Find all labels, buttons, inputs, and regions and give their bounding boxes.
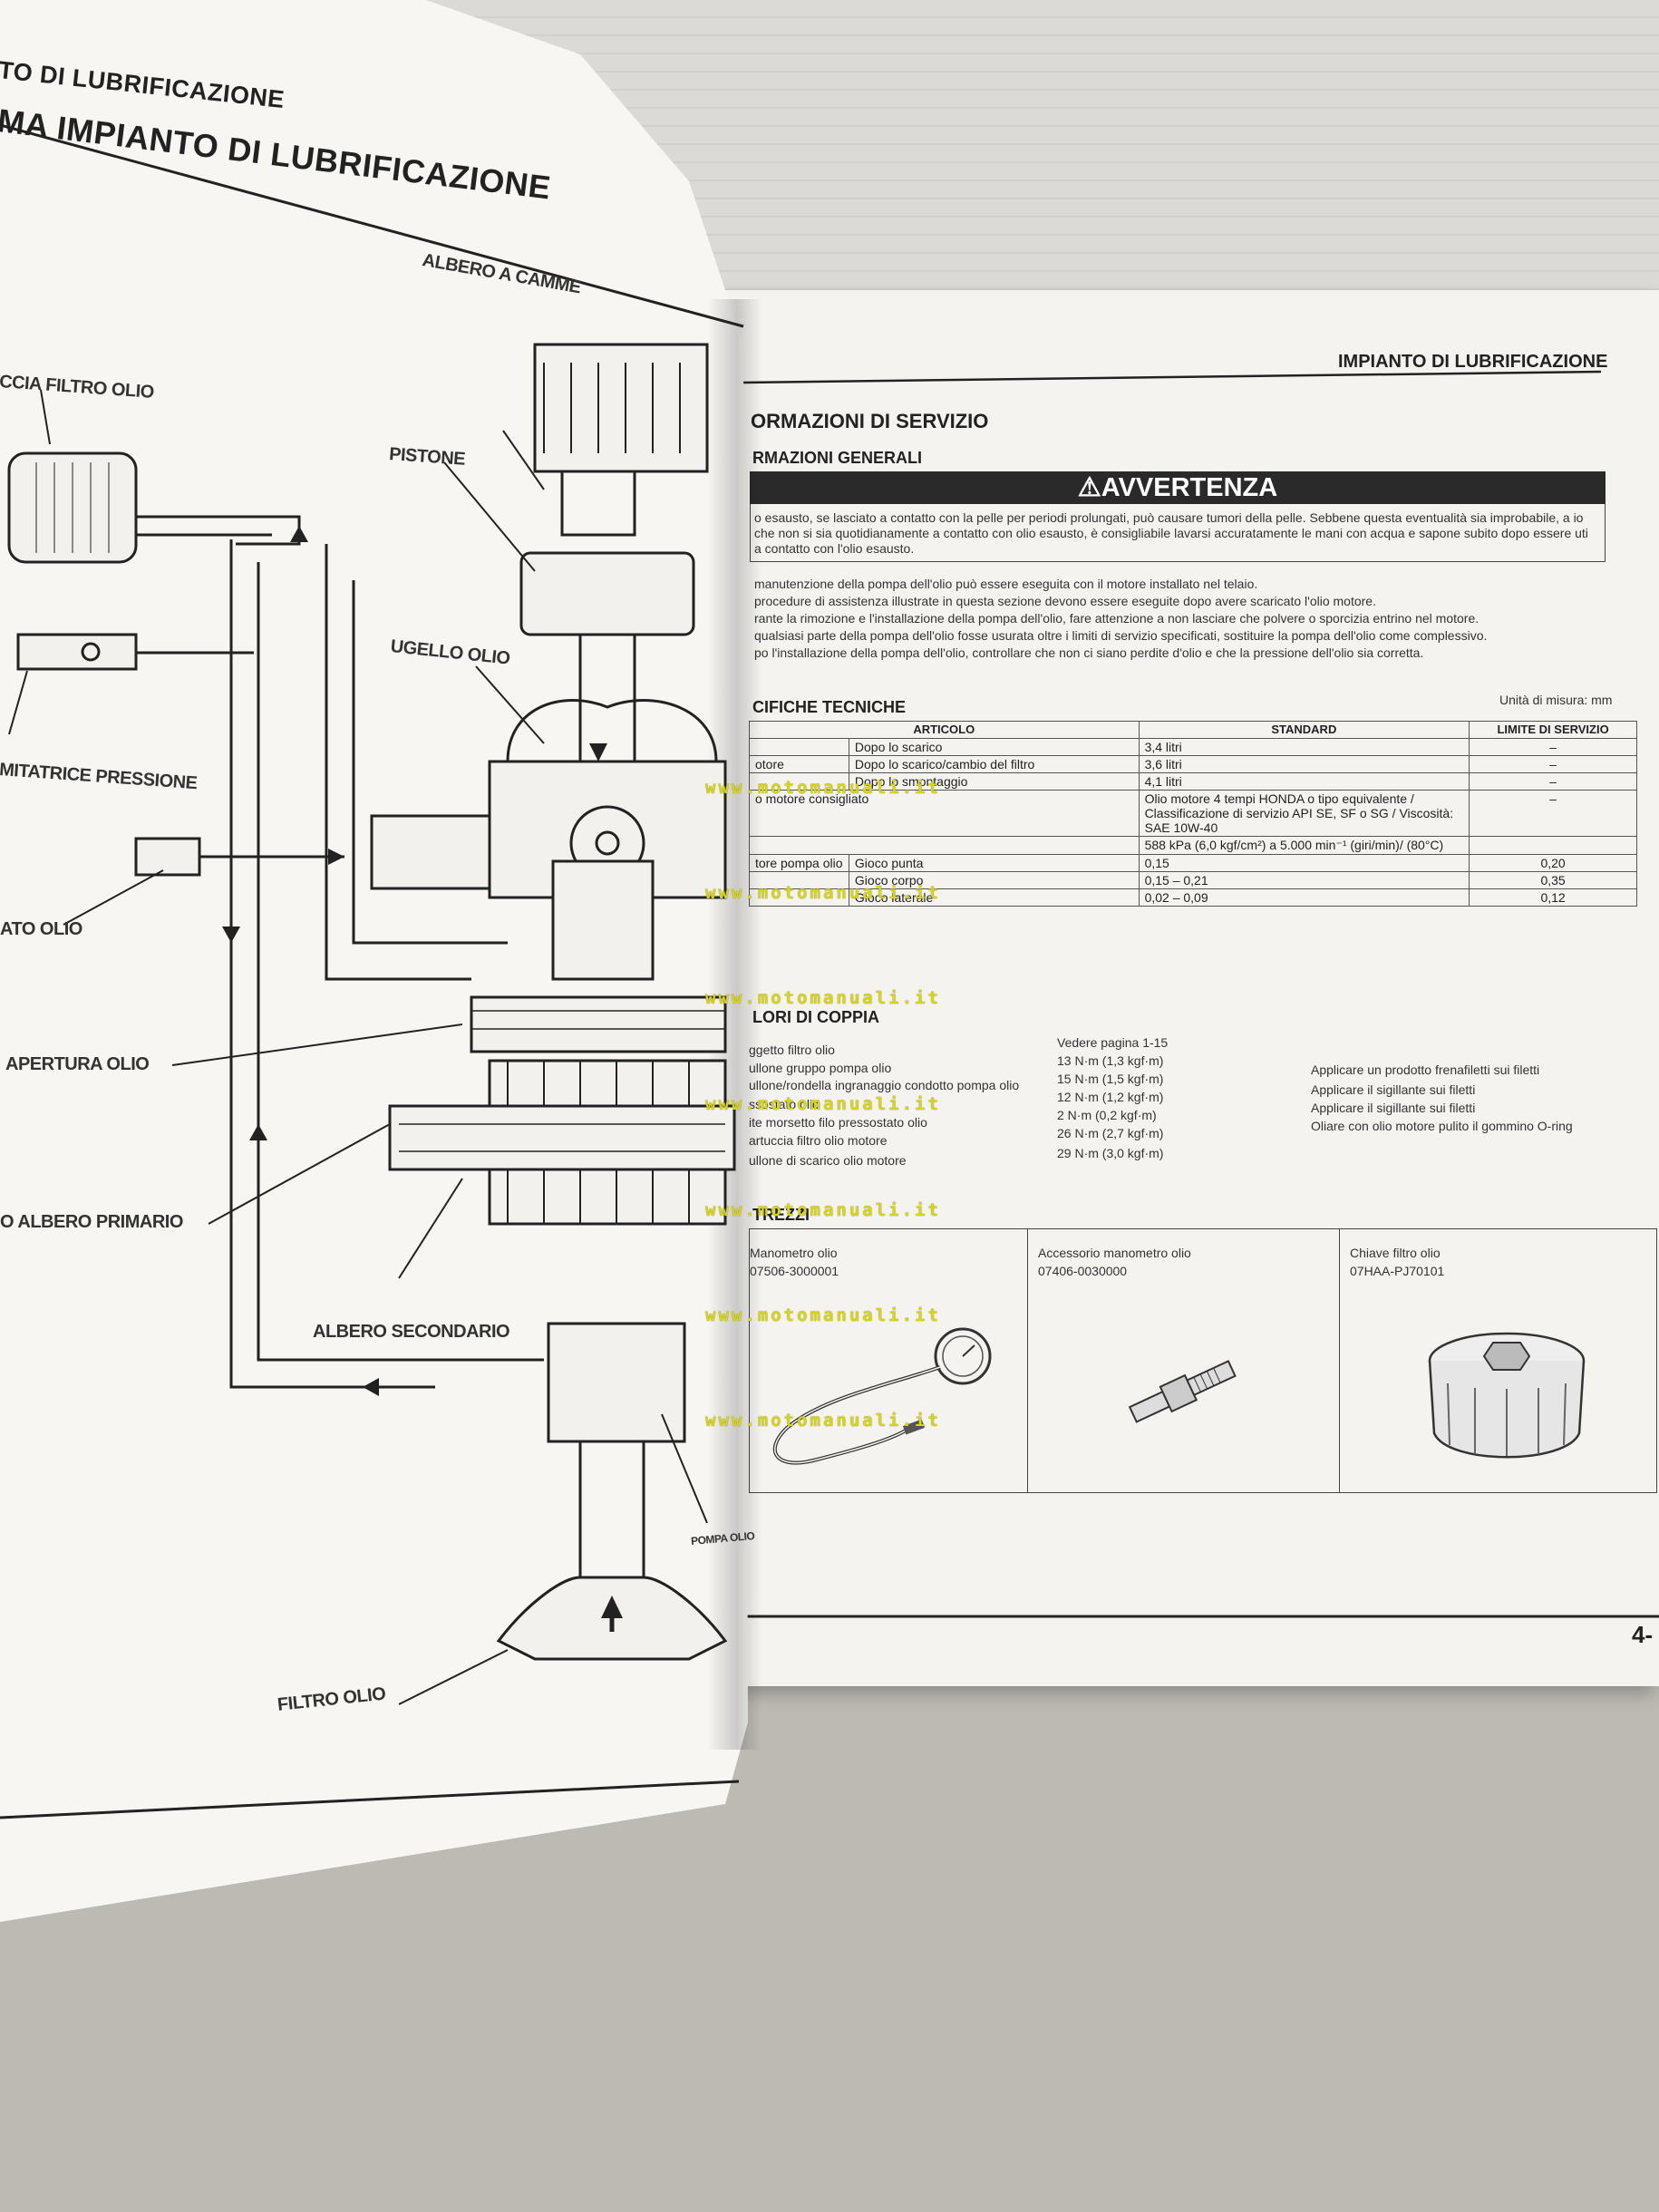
leader-oil-strainer: [398, 1649, 509, 1705]
page-number: 4-: [1632, 1621, 1654, 1648]
torque-value: 12 N·m (1,2 kgf·m): [1057, 1090, 1164, 1104]
leader-piston: [443, 461, 536, 572]
torque-value: Vedere pagina 1-15: [1057, 1035, 1169, 1050]
tool-code: 07506-3000001: [750, 1264, 839, 1278]
header-rule: [743, 370, 1602, 384]
torque-item: ssostato olio: [749, 1097, 820, 1111]
torque-note: Applicare il sigillante sui filetti: [1311, 1082, 1476, 1097]
table-header-row: ARTICOLO STANDARD LIMITE DI SERVIZIO: [749, 721, 1637, 739]
note-1: manutenzione della pompa dell'olio può e…: [754, 577, 1258, 591]
specs-title: CIFICHE TECNICHE: [752, 698, 907, 716]
torque-item: ullone gruppo pompa olio: [749, 1061, 892, 1075]
tool-code: 07HAA-PJ70101: [1350, 1264, 1445, 1278]
warning-text: o esausto, se lasciato a contatto con la…: [754, 510, 1588, 556]
header-limit: LIMITE DI SERVIZIO: [1469, 721, 1637, 739]
torque-item: artuccia filtro olio motore: [749, 1133, 888, 1148]
tool-name: Manometro olio: [750, 1246, 838, 1260]
leader-pressure-switch: [63, 869, 164, 926]
tool-name: Chiave filtro olio: [1350, 1246, 1441, 1260]
torque-note: Oliare con olio motore pulito il gommino…: [1311, 1119, 1573, 1133]
right-running-head: IMPIANTO DI LUBRIFICAZIONE: [1338, 352, 1608, 372]
leader-camshaft: [502, 430, 545, 490]
header-item: ARTICOLO: [749, 721, 1140, 739]
torque-note: Applicare il sigillante sui filetti: [1311, 1101, 1476, 1115]
footer-rule: [743, 1615, 1659, 1618]
torque-item: ite morsetto filo pressostato olio: [749, 1115, 927, 1130]
watermark: www.motomanuali.it: [705, 1094, 941, 1114]
note-5: po l'installazione della pompa dell'olio…: [754, 645, 1424, 660]
watermark: www.motomanuali.it: [705, 1411, 941, 1431]
label-pressure-switch: ATO OLIO: [0, 919, 82, 939]
torque-value: 2 N·m (0,2 kgf·m): [1057, 1108, 1157, 1122]
leader-oil-jet: [475, 665, 545, 744]
torque-item: ullone di scarico olio motore: [749, 1153, 907, 1168]
table-row: Gioco corpo 0,15 – 0,21 0,35: [749, 871, 1637, 889]
table-row: otore Dopo lo scarico/cambio del filtro …: [749, 755, 1637, 773]
torque-item: ggetto filtro olio: [749, 1043, 835, 1057]
units-label: Unità di misura: mm: [1499, 693, 1613, 707]
leader-relief-valve: [8, 670, 28, 735]
leader-oil-passage: [171, 1024, 463, 1066]
label-mainshaft: O ALBERO PRIMARIO: [0, 1212, 183, 1232]
watermark: www.motomanuali.it: [705, 778, 941, 798]
tool-cell: Manometro olio 07506-3000001: [750, 1229, 1028, 1492]
table-row: Dopo lo scarico 3,4 litri –: [749, 738, 1637, 756]
warning-title: AVVERTENZA: [1101, 473, 1278, 502]
torque-value: 13 N·m (1,3 kgf·m): [1057, 1053, 1164, 1068]
torque-value: 15 N·m (1,5 kgf·m): [1057, 1072, 1164, 1086]
tool-code: 07406-0030000: [1038, 1264, 1128, 1278]
spec-table: ARTICOLO STANDARD LIMITE DI SERVIZIO Dop…: [749, 721, 1637, 907]
torque-title: LORI DI COPPIA: [752, 1008, 880, 1026]
pressure-gauge-icon: [772, 1327, 992, 1465]
header-standard: STANDARD: [1138, 721, 1470, 739]
leader-countershaft: [398, 1178, 463, 1279]
tools-table: Manometro olio 07506-3000001 Accessorio …: [749, 1228, 1657, 1493]
note-4: qualsiasi parte della pompa dell'olio fo…: [754, 628, 1488, 643]
leader-filter-cartridge: [40, 389, 51, 445]
table-row: tore pompa olio Gioco punta 0,15 0,20: [749, 854, 1637, 872]
warning-bar: ⚠AVVERTENZA: [750, 471, 1606, 504]
leader-oil-pump: [661, 1413, 708, 1524]
section-title: ORMAZIONI DI SERVIZIO: [751, 410, 989, 432]
torque-item: ullone/rondella ingranaggio condotto pom…: [749, 1078, 1020, 1092]
watermark: www.motomanuali.it: [705, 883, 941, 903]
table-row: Gioco laterale 0,02 – 0,09 0,12: [749, 888, 1637, 907]
tool-cell: Chiave filtro olio 07HAA-PJ70101: [1339, 1229, 1656, 1492]
label-oil-passage: APERTURA OLIO: [5, 1054, 150, 1074]
note-3: rante la rimozione e l'installazione del…: [754, 611, 1480, 626]
lubrication-diagram: [7, 343, 736, 1705]
gauge-adapter-icon: [1128, 1360, 1237, 1423]
torque-value: 26 N·m (2,7 kgf·m): [1057, 1126, 1164, 1140]
tools-title: TREZZI: [752, 1206, 810, 1224]
watermark: www.motomanuali.it: [705, 988, 941, 1008]
note-2: procedure di assistenza illustrate in qu…: [754, 594, 1376, 608]
warning-triangle-icon: ⚠: [1077, 473, 1101, 502]
torque-value: 29 N·m (3,0 kgf·m): [1057, 1146, 1164, 1160]
torque-note: Applicare un prodotto frenafiletti sui f…: [1311, 1062, 1540, 1077]
title-rule: [0, 123, 744, 328]
label-countershaft: ALBERO SECONDARIO: [313, 1322, 510, 1342]
watermark: www.motomanuali.it: [705, 1200, 941, 1220]
watermark: www.motomanuali.it: [705, 1305, 941, 1325]
filter-wrench-icon: [1428, 1332, 1586, 1459]
table-row: Dopo lo smontaggio 4,1 litri –: [749, 772, 1637, 791]
tool-name: Accessorio manometro olio: [1038, 1246, 1191, 1260]
tool-cell: Accessorio manometro olio 07406-0030000: [1027, 1229, 1340, 1492]
general-info-title: RMAZIONI GENERALI: [752, 449, 922, 467]
leader-mainshaft: [208, 1123, 391, 1225]
table-row: 588 kPa (6,0 kgf/cm²) a 5.000 min⁻¹ (gir…: [749, 836, 1637, 855]
bottom-rule: [0, 1780, 740, 1819]
